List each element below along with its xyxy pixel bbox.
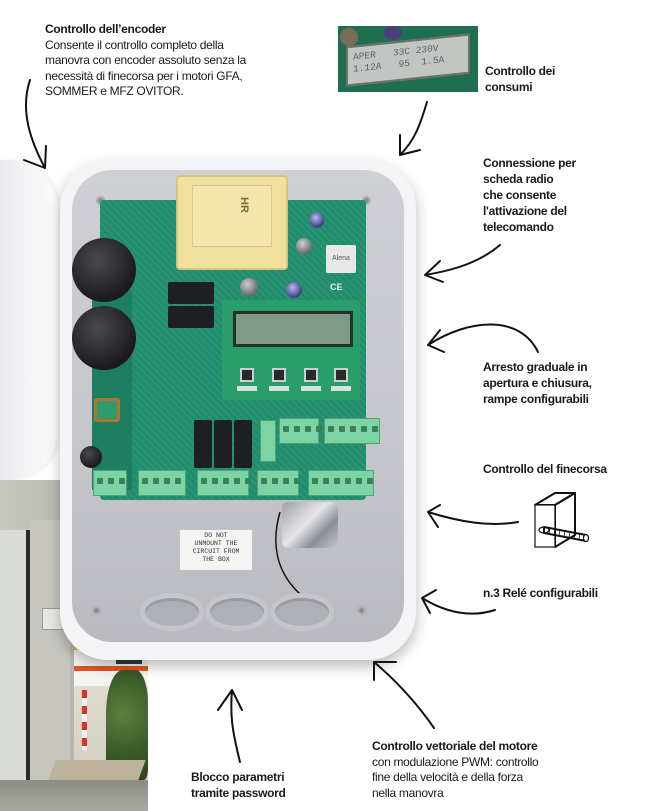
callout-line: Consente il controllo completo della [45,37,224,52]
capacitor-small [296,238,312,254]
arrow-encoder [23,79,47,169]
left-button[interactable] [272,368,286,382]
arrow-vector [373,661,435,729]
right-button-label [301,386,321,391]
callout-title: n.3 Relé configurabili [483,586,598,600]
callout-consumption: Controllo dei consumi [485,64,645,95]
configurable-relay-2 [214,420,232,468]
arrow-consumption [399,101,428,156]
right-button[interactable] [304,368,318,382]
callout-line: scheda radio [483,172,554,186]
callout-line: l'attivazione del [483,204,567,218]
floor [0,780,148,811]
arrow-password [217,689,243,763]
encoder-wire [275,511,301,595]
callout-line: Blocco parametri [191,770,285,784]
door [0,530,30,780]
callout-limit-switch: Controllo del finecorsa [483,462,648,478]
callout-line: che consente [483,188,557,202]
capacitor-small [310,212,324,228]
callout-line: Connessione per [483,156,576,170]
callout-line: telecomando [483,220,554,234]
cable-entry [145,598,199,626]
enter-button-label [331,386,351,391]
callout-relays: n.3 Relé configurabili [483,586,648,602]
arrow-ramps [427,323,539,353]
callout-line: con modulazione PWM: controllo [372,754,539,769]
warning-label: DO NOT UNMOUNT THE CIRCUIT FROM THE BOX [180,530,252,570]
capacitor-large [72,238,136,302]
transformer: HR [176,175,288,270]
ambulance-stripe [74,666,148,671]
cable-entry [210,598,264,626]
terminal-block-relays [197,470,251,496]
left-button-label [269,386,289,391]
lcd-display [233,311,353,347]
terminal-block-power [93,470,127,496]
arrow-radio [424,244,501,283]
component [340,28,358,46]
warning-line: THE BOX [202,556,230,563]
callout-title: Controllo del finecorsa [483,462,607,476]
relay [168,282,214,304]
ce-mark: CE [330,282,343,292]
callout-line: nella manovra [372,785,444,800]
terminal-block [279,418,322,444]
callout-line: apertura e chiusura, [483,376,592,390]
transformer-label-area [192,185,272,247]
relay [168,306,214,328]
radio-connector [260,420,276,462]
terminal-block-motor [138,470,186,496]
callout-line: Arresto graduale in [483,360,588,374]
barrier-pole [82,690,87,750]
callout-radio: Connessione per scheda radio che consent… [483,155,643,235]
capacitor-small [240,278,258,296]
arrow-relays [421,589,496,615]
callout-vector-control: Controllo vettoriale del motore con modu… [372,739,647,801]
warning-line: UNMOUNT THE [194,540,238,547]
configurable-relay-1 [194,420,212,468]
callout-line: necessità di finecorsa per i motori GFA, [45,68,243,83]
cable-entry [275,598,329,626]
screw [357,606,366,615]
limit-switch-icon [534,492,590,548]
callout-password: Blocco parametri tramite password [191,770,341,801]
callout-line: tramite password [191,785,286,800]
capacitor-small [80,446,102,468]
callout-title: Controllo dell’encoder [45,22,166,36]
callout-line: consumi [485,79,533,94]
back-button-label [237,386,257,391]
callout-ramps: Arresto graduale in apertura e chiusura,… [483,359,648,407]
brand-logo-plate: Alena [326,245,356,273]
callout-line: rampe configurabili [483,392,589,406]
enclosure-lid [0,160,58,480]
callout-line: manovra con encoder assoluto senza la [45,53,247,67]
encoder-shield [282,502,338,548]
capacitor-small [286,282,302,298]
arrow-limit-switch [427,504,519,528]
callout-title: Controllo vettoriale del motore [372,739,538,753]
enter-button[interactable] [334,368,348,382]
lcd-closeup-photo: APER 33C 230V 1.12A 95 1.5A [338,26,478,92]
component [384,26,402,40]
screw [362,196,371,205]
warning-line: CIRCUIT FROM [192,548,240,555]
callout-line: Controllo dei [485,64,556,78]
callout-encoder: Controllo dell’encoder Consente il contr… [45,22,315,100]
screw [92,606,101,615]
callout-line: fine della velocità e della forza [372,770,523,784]
callout-line: SOMMER e MFZ OVITOR. [45,84,184,98]
inductor-coil [94,398,120,422]
configurable-relay-3 [234,420,252,468]
capacitor-large [72,306,136,370]
back-button[interactable] [240,368,254,382]
terminal-block [324,418,380,444]
terminal-block-inputs [308,470,374,496]
warning-line: DO NOT [204,532,228,539]
terminal-block-encoder [257,470,300,496]
